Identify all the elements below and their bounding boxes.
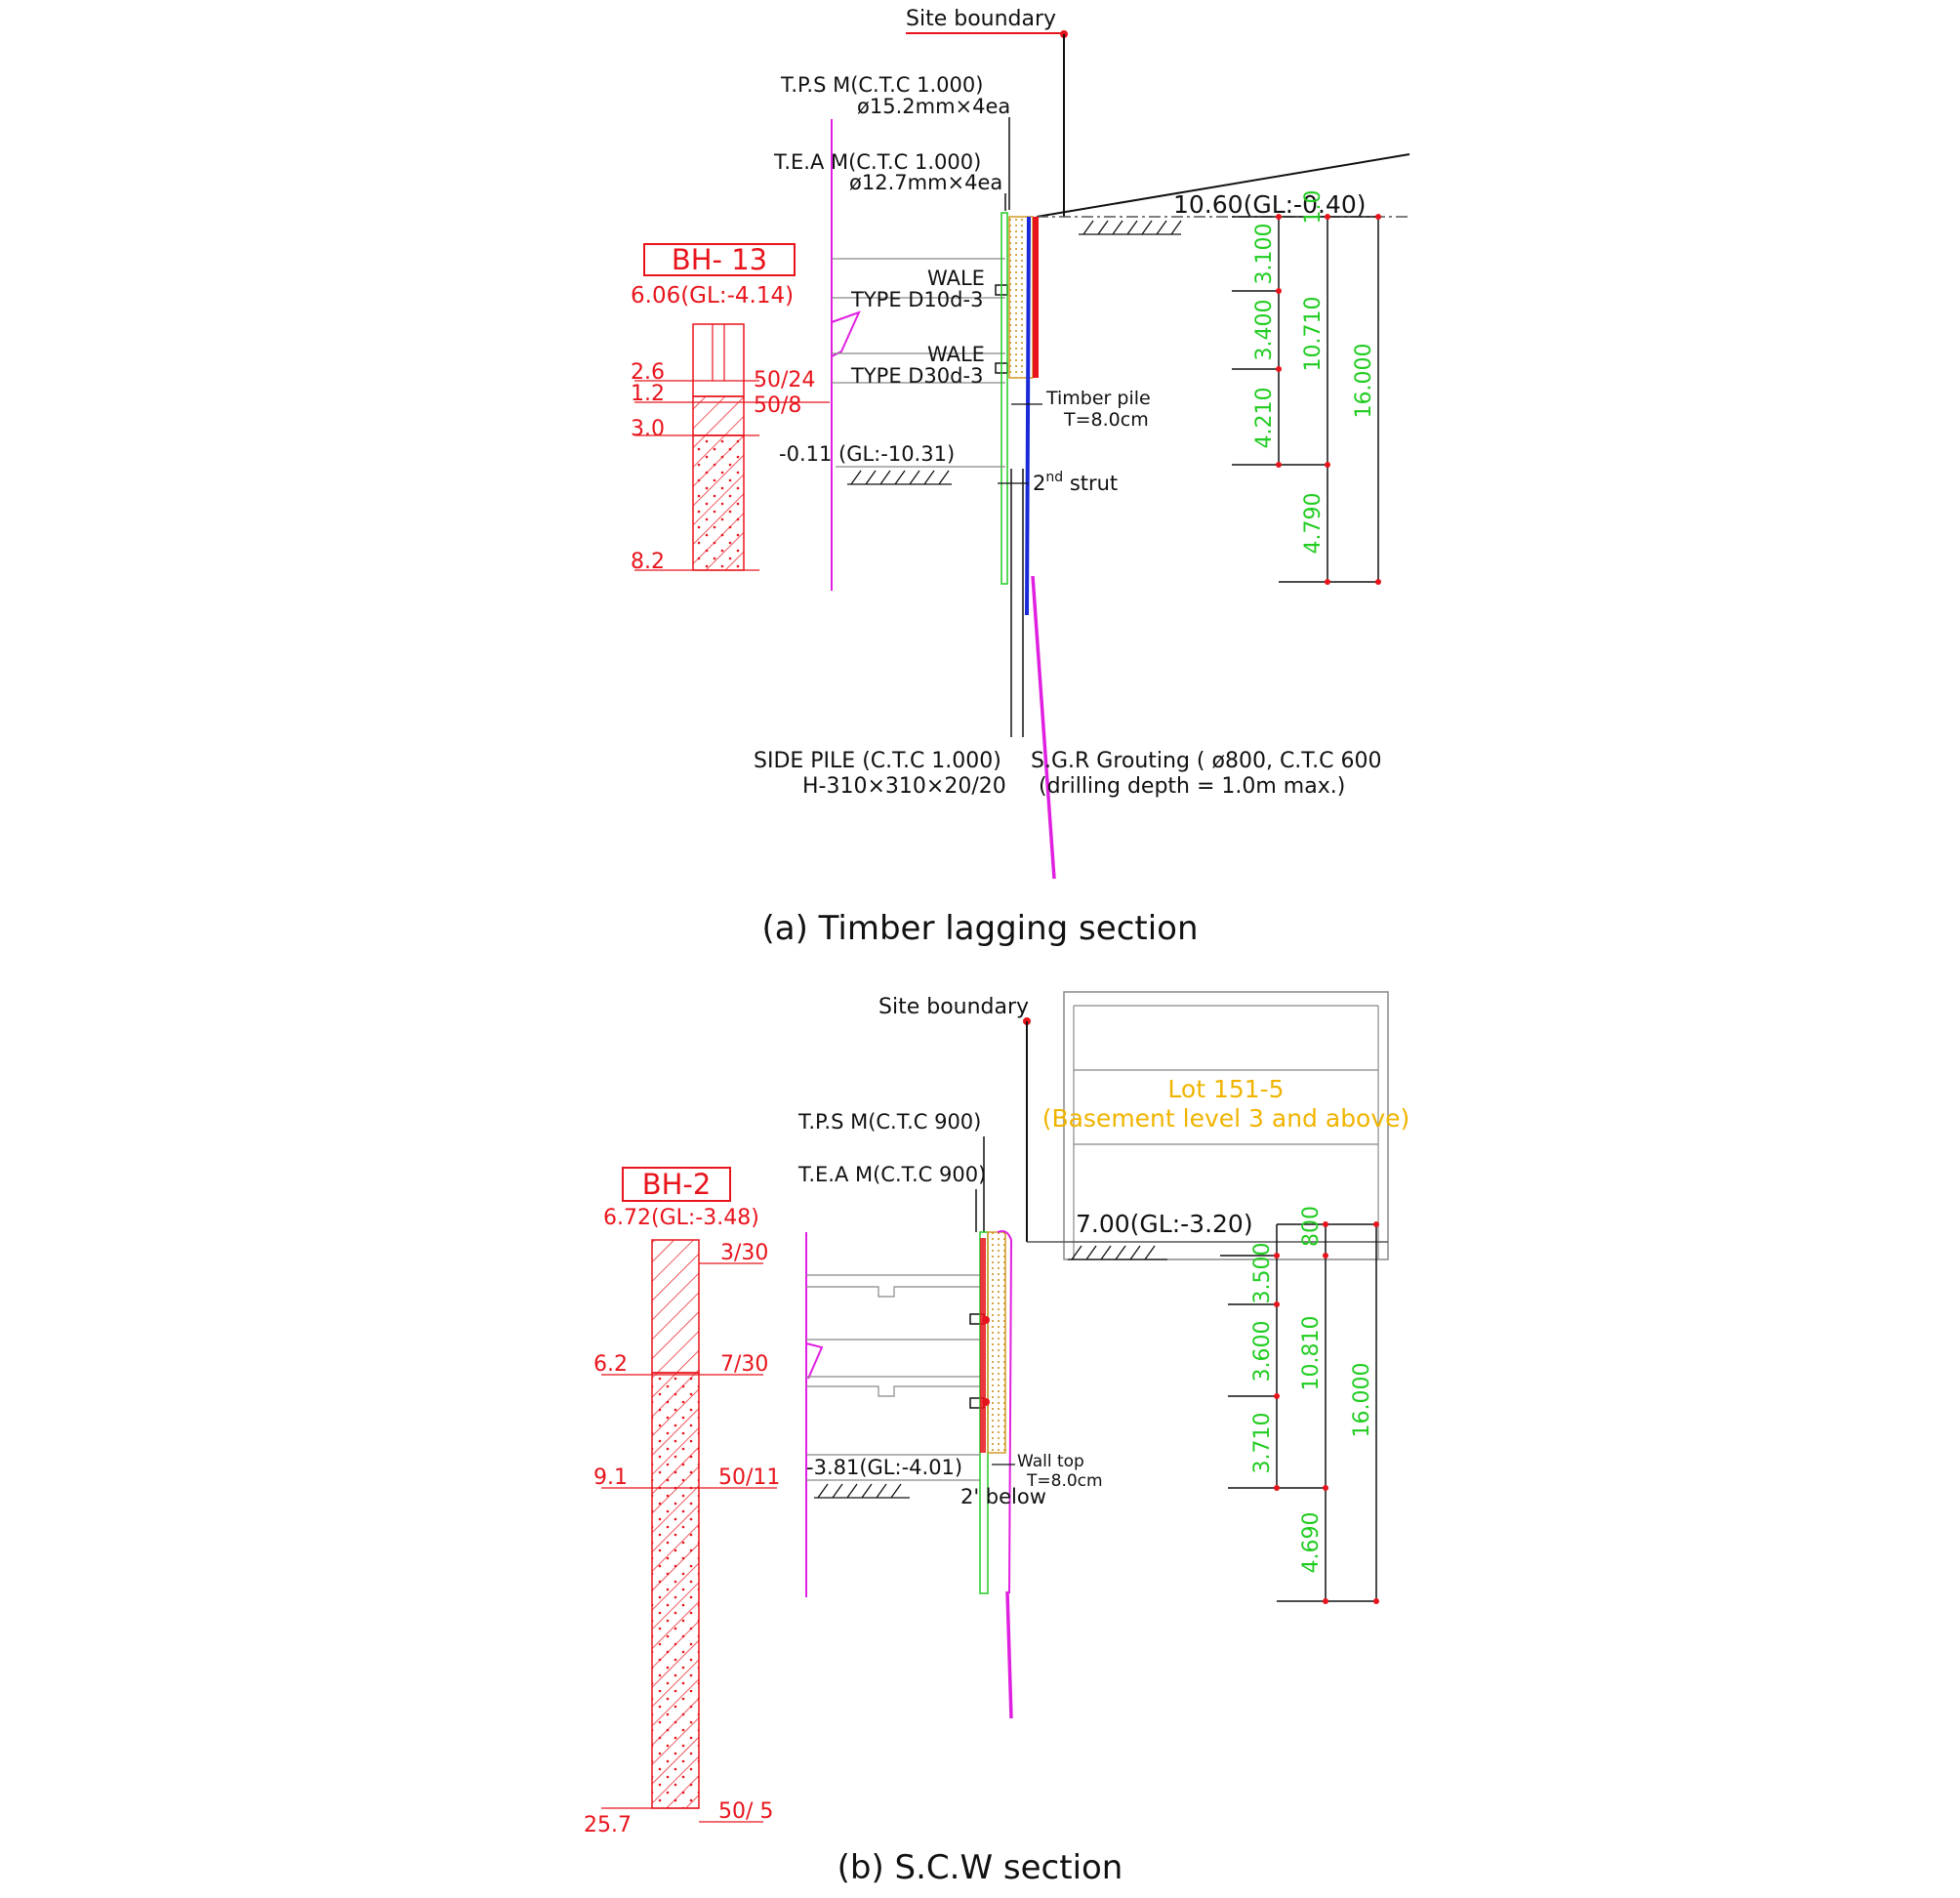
bh13-elevation: 6.06(GL:-4.14) (631, 283, 794, 309)
anchor-head-1-b (982, 1316, 990, 1324)
timber-pile-label: Timber pile (1045, 388, 1151, 409)
dim-inner-3-b: 3.710 (1250, 1413, 1275, 1474)
dim-mid-b: 10.810 (1299, 1316, 1324, 1391)
dim-inner-2-b: 3.600 (1250, 1321, 1275, 1382)
bh2-label-box (622, 1167, 731, 1202)
adjacent-building (1063, 991, 1389, 1260)
bh2-n-value-2: 7/30 (720, 1352, 768, 1377)
sgr-grouting-label: S.G.R Grouting ( ø800, C.T.C 600 (1031, 749, 1381, 773)
side-pile-label: SIDE PILE (C.T.C 1.000) (754, 749, 1001, 773)
bh2-n-value-1: 3/30 (720, 1241, 768, 1265)
caption-a: (a) Timber lagging section (761, 909, 1198, 948)
top-elevation-b: 7.00(GL:-3.20) (1076, 1210, 1253, 1238)
dim-inner-2: 3.400 (1252, 300, 1277, 361)
bh13-depth-3: 3.0 (631, 417, 665, 441)
wale-2-label: WALE (927, 343, 985, 366)
dim-total-b: 16.000 (1350, 1363, 1374, 1438)
dim-inner-3: 4.210 (1252, 388, 1277, 449)
dim-total: 16.000 (1352, 344, 1376, 419)
bh13-n-value-2: 50/8 (754, 393, 801, 418)
wall-green-outline (1000, 212, 1008, 585)
caption-b: (b) S.C.W section (837, 1848, 1123, 1887)
ground-slope (1036, 153, 1410, 218)
strut-2-line-bottom-b (806, 1385, 980, 1397)
wall-outer-line-b (997, 1230, 1013, 1594)
site-boundary-label-b: Site boundary (878, 995, 1029, 1019)
timber-pile-thickness: T=8.0cm (1063, 409, 1149, 431)
below-label: 2' below (960, 1485, 1046, 1508)
panel-a: Site boundary T.P.S M(C.T.C 1.000) ø15.2… (631, 7, 1410, 948)
scw-wall (987, 1231, 1006, 1454)
team-spec: ø12.7mm×4ea (849, 171, 1002, 194)
bh2-elevation: 6.72(GL:-3.48) (603, 1206, 759, 1230)
tpsm-label: T.P.S M(C.T.C 1.000) (780, 73, 983, 97)
dim-top: 1.0 (1301, 190, 1326, 225)
bh13-n-value-1: 50/24 (754, 368, 815, 392)
dimension-chains (1232, 216, 1379, 583)
dim-inner-4: 4.790 (1301, 493, 1326, 555)
anchor-head-2-b (982, 1398, 990, 1406)
bh13-depth-4: 8.2 (631, 550, 665, 574)
bh2-layer-1 (651, 1239, 700, 1374)
break-mark-b (805, 1342, 824, 1380)
bh13-layer-1 (692, 323, 745, 397)
lot-label: Lot 151-5 (1167, 1075, 1284, 1103)
bh2-n-value-3: 50/11 (718, 1465, 780, 1490)
wale-1-type: TYPE D10d-3 (850, 288, 983, 311)
lot-basement-label: (Basement level 3 and above) (1042, 1104, 1410, 1133)
break-mark (831, 310, 861, 357)
bh2-depth-1: 6.2 (593, 1352, 628, 1377)
bh13-depth-2: 1.2 (631, 382, 665, 406)
ground-hatch-bottom (847, 470, 952, 485)
tpsm-label-b: T.P.S M(C.T.C 900) (797, 1110, 981, 1134)
bh13-layer-3-dots (693, 435, 744, 570)
side-pile-blue (1025, 216, 1031, 616)
dimension-ticks (1276, 214, 1381, 585)
bottom-elevation: -0.11 (GL:-10.31) (779, 442, 955, 466)
wall-top-thickness: T=8.0cm (1026, 1471, 1103, 1491)
drilling-depth-label: (drilling depth = 1.0m max.) (1039, 774, 1345, 799)
team-label-b: T.E.A M(C.T.C 900) (797, 1163, 986, 1186)
dim-mid: 10.710 (1301, 297, 1326, 372)
panel-b: Site boundary Lot 151-5 (Basement level … (584, 991, 1410, 1887)
ground-hatch-bottom-b (814, 1483, 910, 1499)
sgr-grouting-line (1031, 575, 1056, 880)
dim-inner-4-b: 4.690 (1299, 1512, 1324, 1574)
tpsm-spec: ø15.2mm×4ea (857, 95, 1010, 118)
bh13-label-box (643, 243, 796, 276)
bh2-layer-2-dots (652, 1373, 699, 1808)
wall-red-strip (1033, 217, 1039, 378)
wale-1-label: WALE (927, 267, 985, 290)
wall-red-strip-b (980, 1238, 986, 1453)
site-boundary-label: Site boundary (906, 7, 1056, 31)
team-label: T.E.A M(C.T.C 1.000) (773, 150, 981, 174)
strut-1-line-bottom-b (806, 1286, 980, 1298)
bottom-elevation-b: -3.81(GL:-4.01) (806, 1456, 962, 1479)
dim-top-b: 800 (1299, 1206, 1324, 1247)
top-elevation: 10.60(GL:-0.40) (1173, 190, 1367, 219)
bh2-label: BH-2 (642, 1168, 712, 1201)
ground-hatch-top (1079, 220, 1182, 235)
bh13-label: BH- 13 (672, 243, 767, 276)
bh13-depth-1: 2.6 (631, 360, 665, 385)
bh2-depth-2: 9.1 (593, 1465, 628, 1490)
strut-2-label: 2nd strut (1033, 470, 1118, 495)
wall-top-label: Wall top (1017, 1452, 1084, 1471)
bh2-depth-3: 25.7 (584, 1813, 632, 1837)
ground-hatch-top-b (1068, 1245, 1167, 1260)
dim-inner-1-b: 3.500 (1250, 1243, 1275, 1304)
bh2-n-value-4: 50/ 5 (718, 1799, 773, 1824)
wale-2-type: TYPE D30d-3 (850, 364, 983, 388)
dim-inner-1: 3.100 (1252, 224, 1277, 285)
wall-toe-line-b (1005, 1590, 1013, 1719)
dimension-ticks-b (1274, 1221, 1379, 1604)
h-pile-spec: H-310×310×20/20 (802, 774, 1006, 799)
